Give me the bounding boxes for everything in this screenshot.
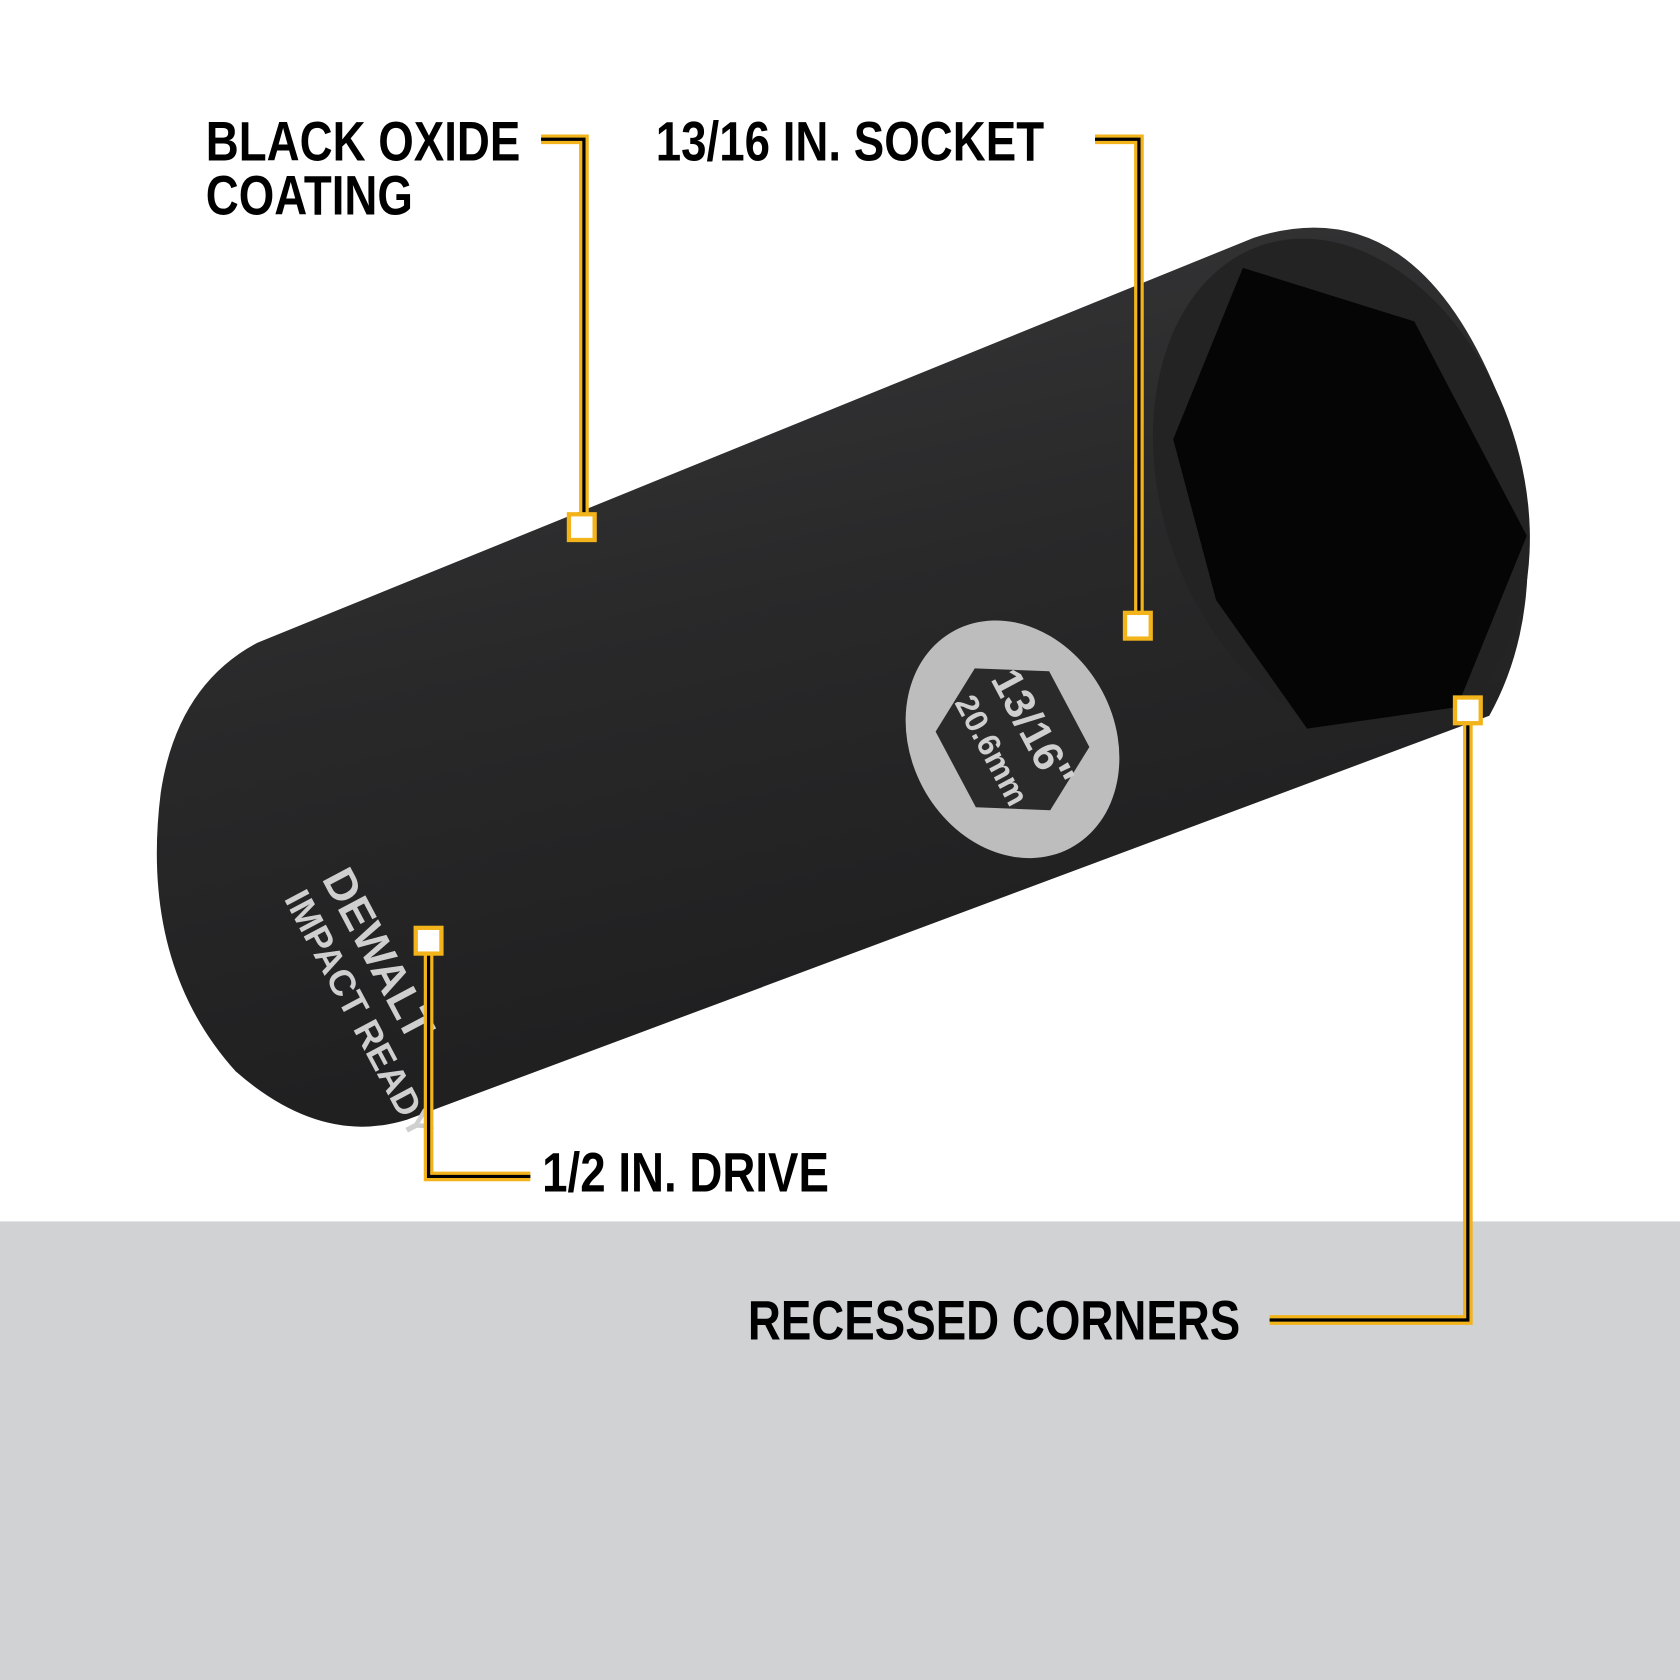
socket: 13/16" 20.6mm DEWALT IMPACT READY bbox=[156, 227, 1530, 1145]
callout-coating-line2: COATING bbox=[206, 164, 413, 226]
callout-marker-coating bbox=[566, 512, 597, 543]
callout-lines bbox=[413, 134, 1483, 1325]
callout-drive: 1/2 IN. DRIVE bbox=[542, 1141, 829, 1203]
callout-coating-line1: BLACK OXIDE bbox=[206, 110, 521, 172]
callout-marker-size bbox=[1122, 610, 1153, 641]
callout-marker-drive bbox=[413, 925, 444, 956]
background-floor bbox=[0, 1221, 1680, 1680]
callout-corners: RECESSED CORNERS bbox=[748, 1289, 1240, 1351]
hex-opening bbox=[1173, 267, 1527, 729]
callout-marker-corners bbox=[1452, 695, 1483, 726]
size-marking: 13/16" 20.6mm bbox=[905, 620, 1120, 859]
callout-size: 13/16 IN. SOCKET bbox=[656, 110, 1044, 172]
